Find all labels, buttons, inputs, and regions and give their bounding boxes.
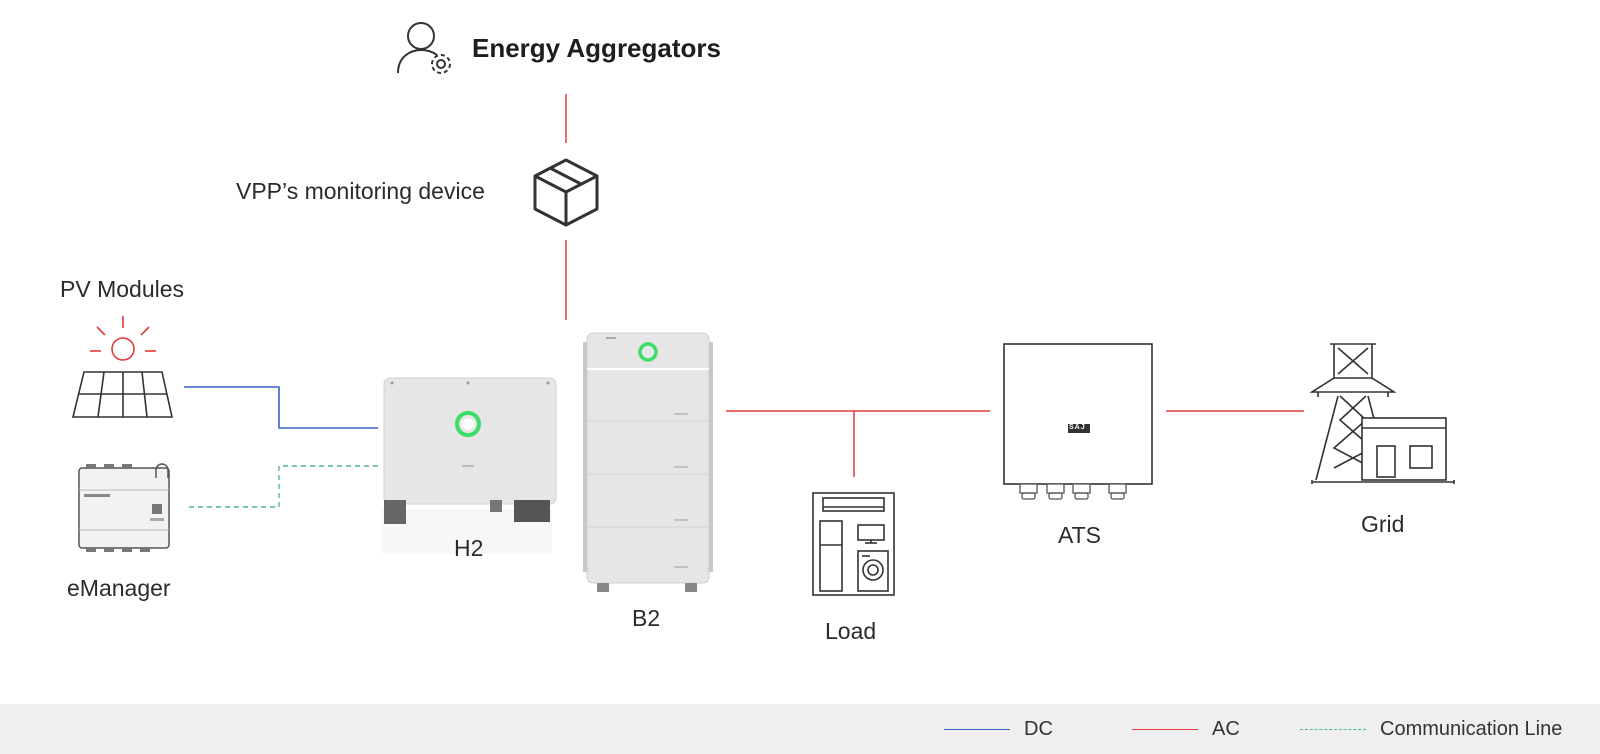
solar-panel-icon [71, 316, 173, 418]
legend-line-ac [1132, 729, 1198, 730]
sun-icon [90, 316, 156, 361]
meter-device-icon [78, 463, 170, 552]
appliances-icon [812, 492, 895, 596]
communication-line-emanager-to-h2 [189, 465, 378, 508]
dc-line-pv-to-h2 [184, 386, 378, 429]
legend-label-communication: Communication Line [1380, 718, 1563, 740]
energy-aggregators-label: Energy Aggregators [472, 33, 721, 63]
power-tower-icon [1309, 343, 1455, 484]
load-label: Load [825, 618, 877, 644]
legend-line-communication [1300, 729, 1366, 730]
ats-device [1003, 343, 1153, 500]
ats-brand-logo: SAJ [1069, 424, 1086, 431]
b2-battery-device [583, 332, 713, 592]
diagram-canvas [71, 22, 1455, 596]
h2-inverter-device [382, 377, 557, 554]
grid-label: Grid [1361, 511, 1405, 537]
legend-line-dc [944, 729, 1010, 730]
emanager-label: eManager [67, 575, 171, 601]
vpp-monitoring-device-label: VPP’s monitoring device [236, 178, 485, 204]
pv-modules-label: PV Modules [60, 276, 185, 302]
user-gear-icon [397, 22, 451, 74]
connection-lines [184, 94, 1304, 508]
legend-label-ac: AC [1212, 718, 1240, 740]
ats-label: ATS [1058, 522, 1102, 548]
b2-label: B2 [632, 605, 661, 631]
box-icon [533, 158, 599, 227]
legend-label-dc: DC [1024, 718, 1053, 740]
legend-bar: DC AC Communication Line [0, 704, 1600, 754]
h2-label: H2 [454, 535, 484, 561]
